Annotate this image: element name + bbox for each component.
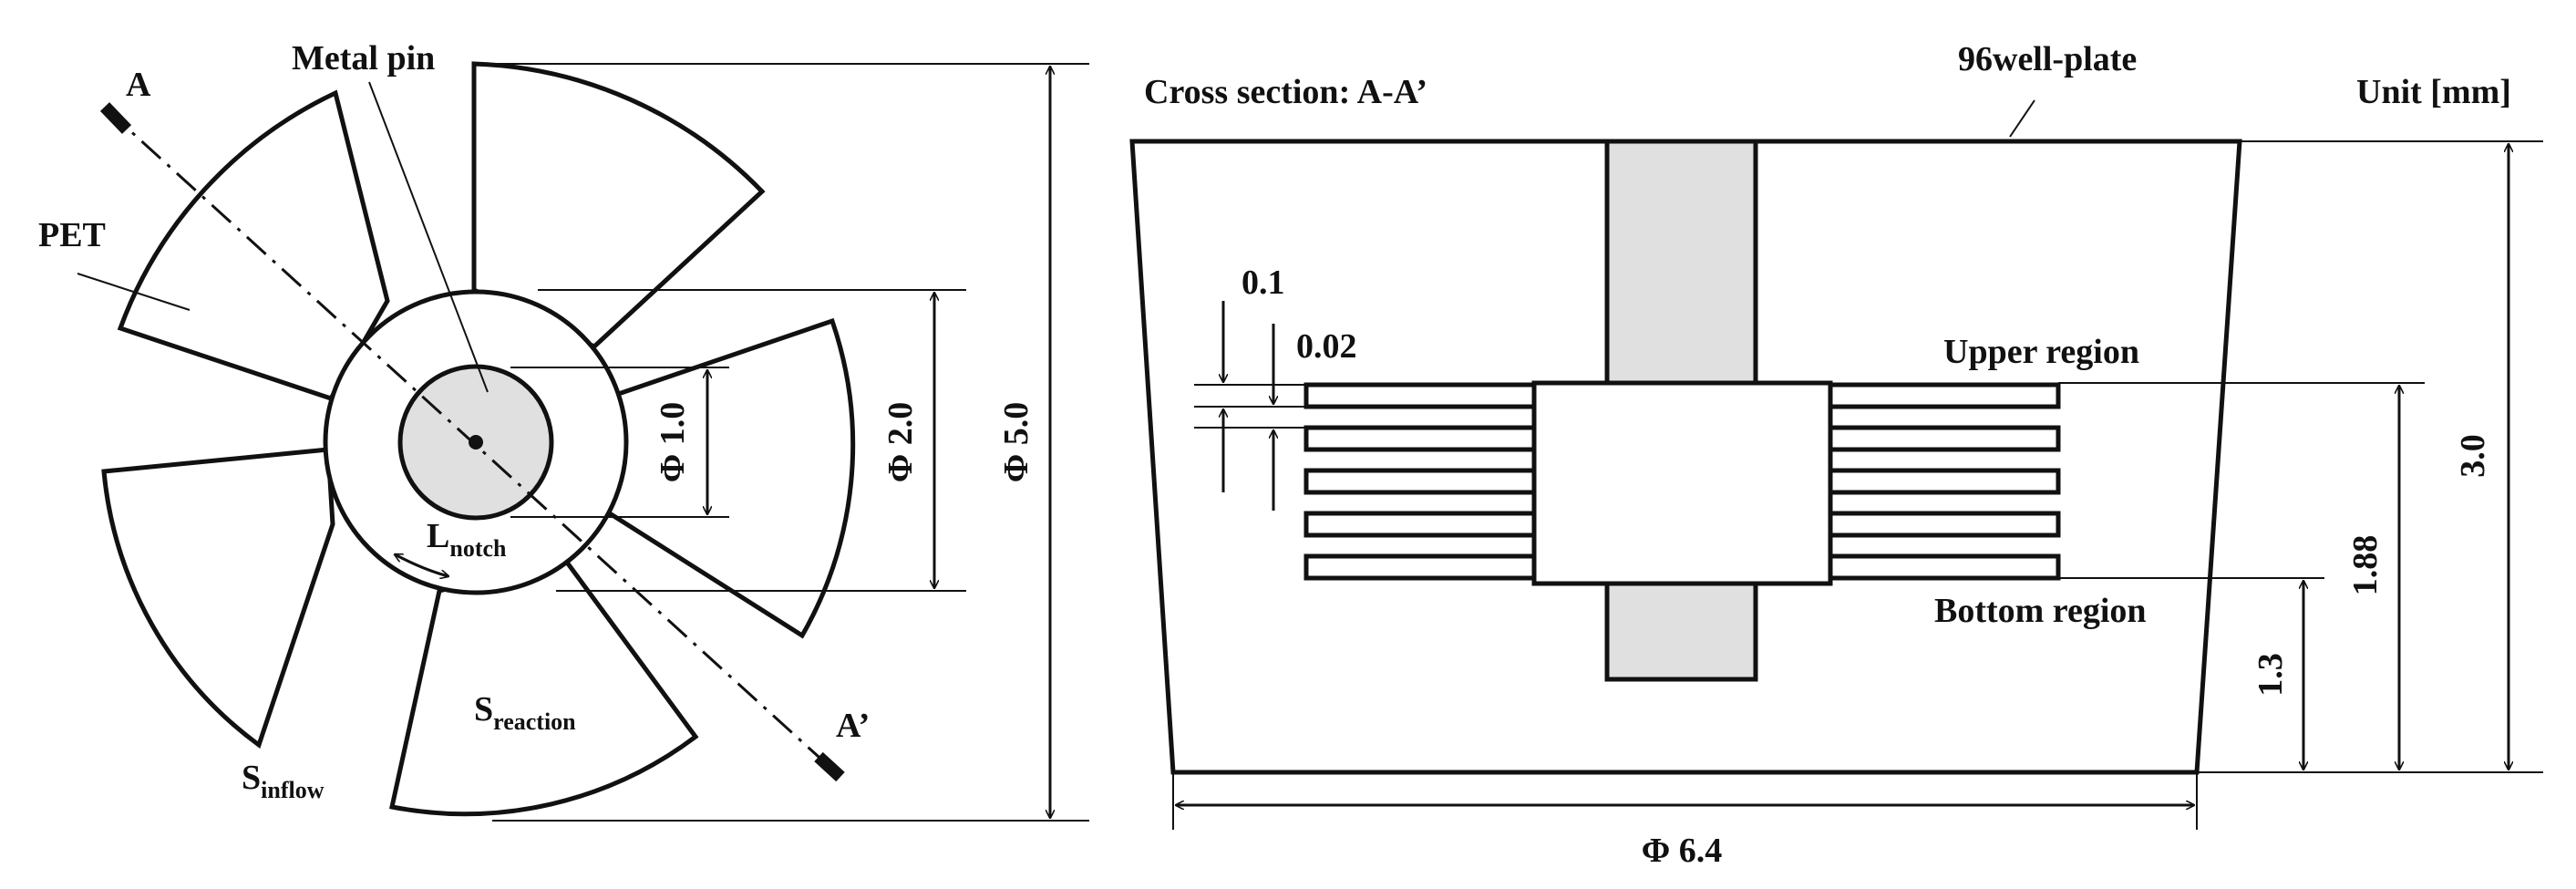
section-label-a: A	[126, 66, 151, 104]
metal-pin-leader	[368, 81, 489, 393]
reaction-label-sub: reaction	[493, 708, 576, 735]
notch-label-sub: notch	[449, 535, 507, 562]
hub-diameter-label: Φ 2.0	[881, 402, 920, 483]
left-view-labels: Metal pin PET A A’ Lnotch Sreaction Sinf…	[38, 39, 1036, 803]
extension-lines-right	[1172, 140, 2543, 830]
left-view	[77, 61, 1089, 822]
blade-right	[594, 317, 856, 639]
outer-diameter-label: Φ 5.0	[997, 402, 1036, 483]
extension-lines	[474, 63, 1089, 822]
comb-teeth-left	[1303, 382, 1537, 581]
pet-leader	[77, 273, 191, 311]
pin-diameter-label: Φ 1.0	[654, 402, 692, 483]
notch-label: Lnotch	[427, 517, 507, 562]
upper-height-label: 1.88	[2346, 535, 2385, 596]
blade-left	[117, 89, 390, 402]
well-diameter-label: Φ 6.4	[1642, 832, 1723, 870]
inflow-label: Sinflow	[242, 759, 325, 803]
unit-label: Unit [mm]	[2356, 73, 2511, 111]
dimension-arrows-right	[1176, 144, 2509, 805]
notch-arrow	[395, 553, 448, 576]
plate-leader	[2009, 99, 2035, 138]
cross-section-title: Cross section: A-A’	[1144, 73, 1427, 111]
section-tick-a	[99, 102, 132, 134]
layer-thickness-label: 0.02	[1296, 327, 1357, 366]
section-tick-a-prime	[814, 751, 845, 782]
blade-bottom-left	[101, 447, 335, 749]
pet-label: PET	[38, 216, 106, 254]
inflow-label-sub: inflow	[261, 777, 325, 803]
dimension-arrows-left	[395, 67, 1050, 818]
well-height-label: 3.0	[2454, 434, 2492, 478]
section-line	[105, 108, 840, 777]
reaction-label-main: S	[474, 690, 493, 729]
notch-label-main: L	[427, 517, 449, 555]
right-view-labels: Cross section: A-A’ 96well-plate Unit [m…	[1144, 40, 2511, 870]
reaction-label: Sreaction	[474, 690, 576, 735]
layer-pitch-label: 0.1	[1242, 264, 1285, 302]
comb-teeth-right	[1828, 382, 2061, 581]
upper-region-label: Upper region	[1943, 333, 2139, 371]
bottom-region-label: Bottom region	[1934, 592, 2147, 630]
plate-label: 96well-plate	[1958, 40, 2137, 78]
metal-pin-label: Metal pin	[292, 39, 435, 78]
hub-section	[1531, 380, 1833, 586]
inflow-label-main: S	[242, 759, 261, 797]
bottom-height-label: 1.3	[2251, 653, 2290, 697]
section-label-a-prime: A’	[836, 707, 870, 745]
pin-center	[469, 435, 483, 450]
blades	[101, 61, 856, 817]
blade-bottom-right	[389, 557, 699, 817]
blade-top	[471, 61, 766, 349]
right-view	[1129, 99, 2543, 830]
